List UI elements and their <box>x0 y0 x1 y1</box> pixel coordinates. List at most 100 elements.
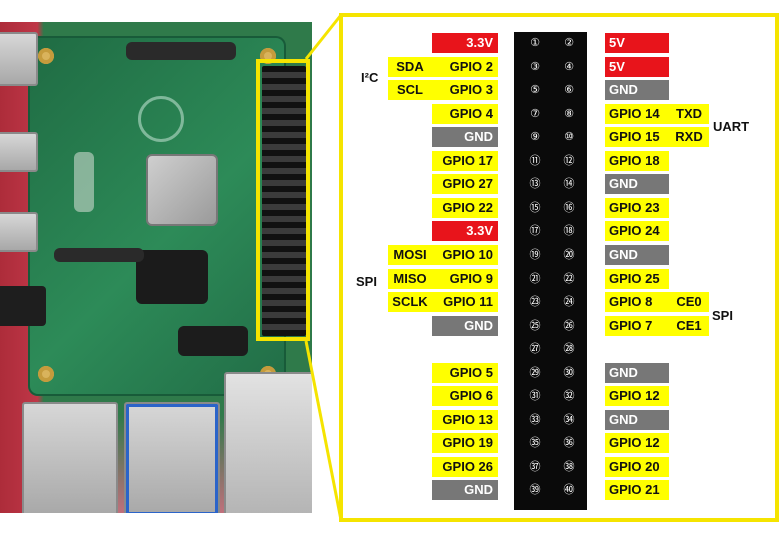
pin-number-3: ③ <box>530 60 540 73</box>
raspberry-logo <box>138 96 184 142</box>
pin-number-29: ㉙ <box>529 366 541 379</box>
pin-label-33: GPIO 13 <box>432 410 498 430</box>
pin-number-28: ㉘ <box>563 342 575 355</box>
pin-function-miso: MISO <box>388 269 432 289</box>
pin-number-4: ④ <box>564 60 574 73</box>
pin-label-20: GND <box>605 245 669 265</box>
pin-label-14: GND <box>605 174 669 194</box>
group-label-spi-right: SPI <box>712 308 733 323</box>
pin-function-mosi: MOSI <box>388 245 432 265</box>
pin-label-40: GPIO 21 <box>605 480 669 500</box>
audio-jack <box>0 286 46 326</box>
pin-number-16: ⑯ <box>563 201 575 214</box>
pin-number-9: ⑨ <box>530 130 540 143</box>
pin-number-22: ㉒ <box>563 272 575 285</box>
pin-number-25: ㉕ <box>529 319 541 332</box>
pin-label-12: GPIO 18 <box>605 151 669 171</box>
pin-number-40: ㊵ <box>563 483 575 496</box>
pin-label-25: GND <box>432 316 498 336</box>
pin-label-2: 5V <box>605 33 669 53</box>
pin-label-17: 3.3V <box>432 221 498 241</box>
pin-number-7: ⑦ <box>530 107 540 120</box>
pin-label-32: GPIO 12 <box>605 386 669 406</box>
pin-label-3: GPIO 2 <box>432 57 498 77</box>
micro-hdmi-port-0 <box>0 132 38 172</box>
pin-label-26: GPIO 7 <box>605 316 669 336</box>
pin-label-35: GPIO 19 <box>432 433 498 453</box>
pin-function-rxd: RXD <box>669 127 709 147</box>
pin-number-35: ㉟ <box>529 436 541 449</box>
usb-controller-chip <box>178 326 248 356</box>
ethernet-port <box>224 372 312 513</box>
pin-label-10: GPIO 15 <box>605 127 669 147</box>
pin-number-26: ㉖ <box>563 319 575 332</box>
pin-number-31: ㉛ <box>529 389 541 402</box>
pin-number-24: ㉔ <box>563 295 575 308</box>
display-connector <box>126 42 236 60</box>
pin-number-10: ⑩ <box>564 130 574 143</box>
pin-label-5: GPIO 3 <box>432 80 498 100</box>
pin-number-18: ⑱ <box>563 224 575 237</box>
usb3-port <box>124 402 220 513</box>
pin-label-6: GND <box>605 80 669 100</box>
camera-connector <box>54 248 144 262</box>
pin-label-13: GPIO 27 <box>432 174 498 194</box>
pin-label-1: 3.3V <box>432 33 498 53</box>
pin-number-30: ㉚ <box>563 366 575 379</box>
pin-label-21: GPIO 9 <box>432 269 498 289</box>
mounting-hole <box>38 48 54 64</box>
pin-number-39: ㊴ <box>529 483 541 496</box>
pin-label-19: GPIO 10 <box>432 245 498 265</box>
pin-number-strip <box>514 32 587 510</box>
pin-function-sda: SDA <box>388 57 432 77</box>
pin-function-ce0: CE0 <box>669 292 709 312</box>
pin-label-11: GPIO 17 <box>432 151 498 171</box>
gpio-header-highlight <box>256 59 310 341</box>
pin-label-9: GND <box>432 127 498 147</box>
pin-label-38: GPIO 20 <box>605 457 669 477</box>
pin-number-38: ㊳ <box>563 460 575 473</box>
group-label-i2c: I²C <box>361 70 379 85</box>
pin-number-37: ㊲ <box>529 460 541 473</box>
gpio-header-pins <box>262 66 306 336</box>
pin-label-22: GPIO 25 <box>605 269 669 289</box>
pin-label-39: GND <box>432 480 498 500</box>
pin-label-34: GND <box>605 410 669 430</box>
pin-number-20: ⑳ <box>563 248 575 261</box>
pin-label-15: GPIO 22 <box>432 198 498 218</box>
pin-function-scl: SCL <box>388 80 432 100</box>
pin-number-32: ㉜ <box>563 389 575 402</box>
soc-chip <box>146 154 218 226</box>
pin-number-19: ⑲ <box>529 248 541 261</box>
pin-label-4: 5V <box>605 57 669 77</box>
pin-number-15: ⑮ <box>529 201 541 214</box>
hdmi-label <box>74 152 94 212</box>
pin-number-36: ㊱ <box>563 436 575 449</box>
pin-number-23: ㉓ <box>529 295 541 308</box>
pin-function-sclk: SCLK <box>388 292 432 312</box>
pin-label-30: GND <box>605 363 669 383</box>
group-label-spi-left: SPI <box>356 274 377 289</box>
pin-label-37: GPIO 26 <box>432 457 498 477</box>
pin-number-21: ㉑ <box>529 272 541 285</box>
pin-number-8: ⑧ <box>564 107 574 120</box>
ram-chip <box>136 250 208 304</box>
pin-number-13: ⑬ <box>529 177 541 190</box>
pin-number-12: ⑫ <box>563 154 575 167</box>
pin-number-27: ㉗ <box>529 342 541 355</box>
pin-label-31: GPIO 6 <box>432 386 498 406</box>
pin-label-29: GPIO 5 <box>432 363 498 383</box>
micro-hdmi-port-1 <box>0 212 38 252</box>
pin-label-23: GPIO 11 <box>432 292 498 312</box>
pin-label-24: GPIO 8 <box>605 292 669 312</box>
group-label-uart: UART <box>713 119 750 134</box>
pin-number-11: ⑪ <box>529 154 541 167</box>
pin-label-36: GPIO 12 <box>605 433 669 453</box>
usb2-port <box>22 402 118 513</box>
pin-number-6: ⑥ <box>564 83 574 96</box>
pin-label-18: GPIO 24 <box>605 221 669 241</box>
pin-function-txd: TXD <box>669 104 709 124</box>
pin-label-16: GPIO 23 <box>605 198 669 218</box>
pin-number-2: ② <box>564 36 574 49</box>
usb-c-port <box>0 32 38 86</box>
